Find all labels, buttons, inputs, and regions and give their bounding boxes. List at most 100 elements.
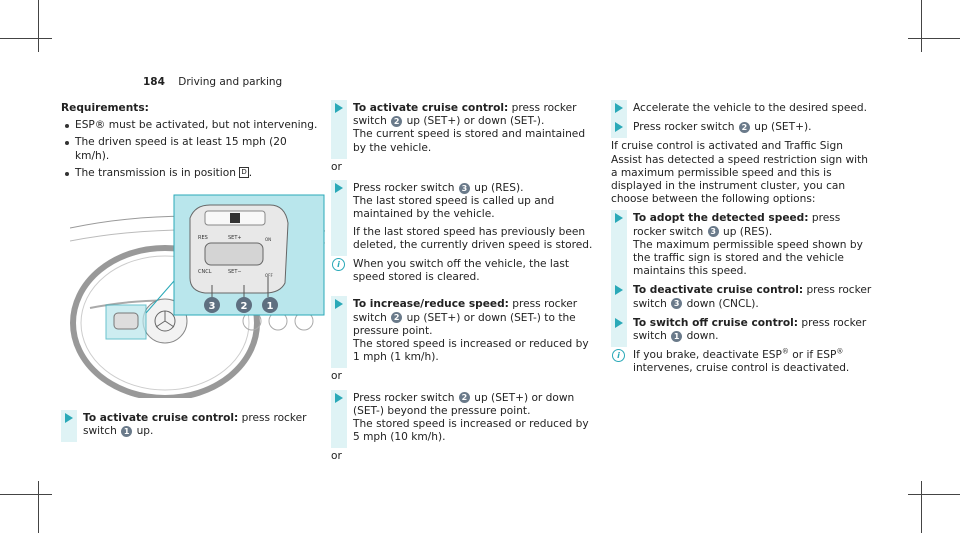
instruction-step: Press rocker switch 2 up (SET+) or down …	[331, 389, 593, 449]
off-label: OFF	[265, 273, 273, 278]
steering-wheel-figure: RES SET+ CNCL SET− ON OFF 3 2 1	[69, 193, 326, 401]
note-text: If you brake, deactivate ESP	[633, 349, 782, 362]
requirement-text: ESP® must be activated, but not interven…	[75, 119, 318, 132]
instruction-step: Press rocker switch 2 up (SET+).	[611, 119, 873, 139]
page-header: 184 Driving and parking	[143, 76, 282, 89]
step-arrow-icon	[335, 392, 343, 403]
instruction-step: To switch off cruise control: press rock…	[611, 314, 873, 348]
step-arrow-icon	[615, 122, 623, 133]
number-badge: 1	[671, 330, 683, 342]
step-text: press rocker switch	[633, 316, 867, 343]
step-text: up (RES).	[723, 225, 773, 238]
step-text: press rocker switch	[83, 412, 307, 438]
crop-mark	[0, 494, 52, 495]
step-text: If the last stored speed has previously …	[353, 225, 593, 251]
number-badge: 3	[707, 226, 719, 238]
paragraph: If cruise control is activated and Traff…	[611, 140, 868, 206]
setplus-label: SET+	[228, 235, 242, 241]
step-arrow-icon	[615, 213, 623, 224]
page-number: 184	[143, 76, 165, 88]
step-heading: To switch off cruise control:	[633, 316, 799, 329]
callout-2: 2	[241, 301, 248, 312]
step-text: Accelerate the vehicle to the desired sp…	[633, 102, 867, 114]
crop-mark	[0, 38, 52, 39]
instruction-step: To activate cruise control: press rocker…	[331, 100, 593, 159]
step-text: The current speed is stored and maintain…	[353, 128, 586, 154]
step-text: up (RES).	[474, 182, 524, 195]
step-heading: To increase/reduce speed:	[353, 298, 509, 311]
info-note: i When you switch off the vehicle, the l…	[331, 258, 593, 284]
step-text: The last stored speed is called up and m…	[353, 195, 555, 221]
step-bar	[331, 296, 347, 369]
note-text: or if ESP	[792, 349, 837, 362]
registered-mark: ®	[836, 347, 844, 356]
requirement-item: ESP® must be activated, but not interven…	[61, 119, 321, 132]
step-bar	[331, 180, 347, 257]
step-arrow-icon	[615, 285, 623, 296]
registered-mark: ®	[781, 347, 789, 356]
number-badge: 2	[391, 115, 403, 127]
or-text: or	[331, 370, 342, 383]
info-icon: i	[332, 258, 345, 272]
step-heading: To activate cruise control:	[353, 102, 509, 114]
instruction-step: Press rocker switch 3 up (RES). The last…	[331, 180, 593, 257]
step-arrow-icon	[615, 317, 623, 328]
step-arrow-icon	[335, 299, 343, 310]
instruction-step: To deactivate cruise control: press rock…	[611, 282, 873, 315]
requirements-title: Requirements:	[61, 102, 149, 114]
instruction-step: To increase/reduce speed: press rocker s…	[331, 296, 593, 369]
requirement-item: The transmission is in position D.	[61, 167, 321, 180]
step-heading: To adopt the detected speed:	[633, 212, 809, 225]
steering-wheel-illustration: RES SET+ CNCL SET− ON OFF 3 2 1	[69, 194, 326, 401]
column-middle: To activate cruise control: press rocker…	[331, 100, 593, 472]
step-heading: To activate cruise control:	[83, 412, 239, 424]
step-text: press rocker switch	[633, 212, 841, 238]
step-text: press rocker switch	[353, 298, 578, 324]
step-text: press rocker switch	[353, 102, 577, 128]
step-text: up (SET+) or down (SET-).	[406, 115, 545, 128]
crop-mark	[908, 494, 960, 495]
requirement-text: The driven speed is at least 15 mph (20 …	[75, 136, 287, 162]
step-arrow-icon	[335, 183, 343, 194]
crop-mark	[921, 0, 922, 52]
step-bar	[611, 210, 627, 283]
column-right: Accelerate the vehicle to the desired sp…	[611, 100, 873, 382]
step-bar	[331, 100, 347, 159]
or-text: or	[331, 450, 342, 463]
info-icon: i	[612, 349, 625, 363]
step-text: down (CNCL).	[686, 297, 759, 310]
requirement-item: The driven speed is at least 15 mph (20 …	[61, 136, 321, 162]
instruction-step: Accelerate the vehicle to the desired sp…	[611, 100, 873, 120]
number-badge: 2	[738, 121, 750, 133]
step-activate-left: To activate cruise control: press rocker…	[61, 410, 321, 444]
step-text: up (SET+) or down (SET-) to the pressure…	[353, 311, 576, 337]
callout-3: 3	[209, 301, 216, 312]
note-text: When you switch off the vehicle, the las…	[353, 258, 570, 284]
step-text: up (SET+).	[754, 121, 812, 134]
section-title: Driving and parking	[178, 76, 283, 88]
gear-d-symbol: D	[239, 167, 249, 179]
step-text: Press rocker switch	[633, 121, 735, 134]
crop-mark	[38, 481, 39, 533]
crop-mark	[908, 38, 960, 39]
or-text: or	[331, 160, 342, 173]
number-badge: 2	[391, 312, 403, 324]
instruction-step: To adopt the detected speed: press rocke…	[611, 210, 873, 283]
step-text: up (SET+) or down (SET-) beyond the pres…	[353, 391, 575, 417]
note-text: intervenes, cruise control is deactivate…	[633, 362, 850, 375]
info-note: i If you brake, deactivate ESP® or if ES…	[611, 347, 873, 375]
step-text: up.	[136, 425, 154, 438]
crop-mark	[38, 0, 39, 52]
on-label: ON	[265, 237, 271, 242]
step-text: The stored speed is increased or reduced…	[353, 338, 589, 364]
callout-1: 1	[267, 301, 274, 312]
number-badge: 3	[671, 298, 683, 310]
step-text: Press rocker switch	[353, 182, 455, 195]
step-text: down.	[686, 330, 719, 343]
step-arrow-icon	[65, 413, 73, 423]
res-label: RES	[198, 235, 208, 241]
number-badge: 1	[121, 425, 133, 437]
number-badge: 2	[458, 392, 470, 404]
crop-mark	[921, 481, 922, 533]
step-text: The stored speed is increased or reduced…	[353, 418, 589, 444]
